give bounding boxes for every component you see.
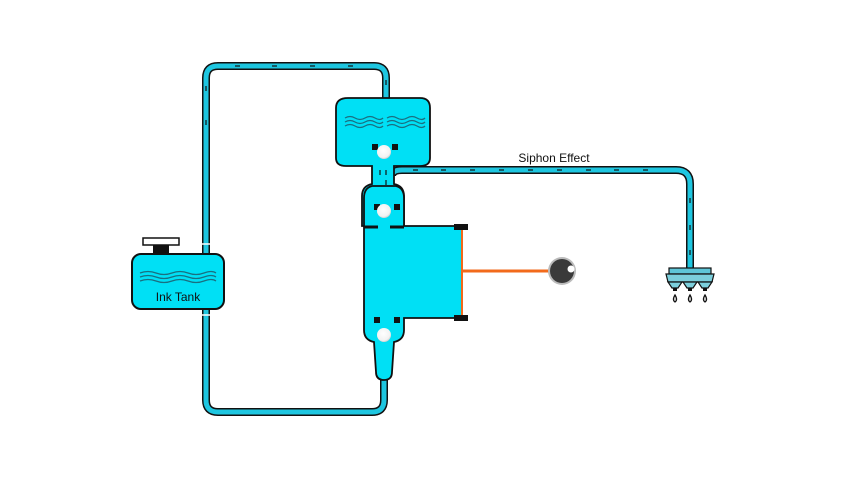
pump-body bbox=[363, 185, 468, 381]
chamber-waves-icon bbox=[344, 115, 426, 129]
flow-arrows-top bbox=[205, 65, 387, 125]
upper-chamber bbox=[335, 97, 431, 227]
ink-tank: Ink Tank bbox=[131, 237, 225, 310]
valve-ball-lower bbox=[377, 328, 391, 342]
piston bbox=[463, 257, 576, 285]
ink-drops-icon bbox=[672, 293, 708, 303]
tank-neck bbox=[153, 245, 169, 254]
ink-tank-label: Ink Tank bbox=[156, 290, 201, 304]
siphon-effect-label: Siphon Effect bbox=[518, 151, 590, 165]
loop-pipe bbox=[200, 62, 390, 416]
tank-waves-icon bbox=[139, 270, 217, 284]
tank-cap bbox=[142, 237, 180, 246]
piston-knob bbox=[550, 259, 574, 283]
print-head bbox=[665, 267, 715, 303]
flow-arrows-siphon bbox=[413, 169, 691, 255]
valve-ball-upper bbox=[377, 145, 391, 159]
tank-body bbox=[131, 253, 225, 310]
valve-ball-middle bbox=[377, 204, 391, 218]
